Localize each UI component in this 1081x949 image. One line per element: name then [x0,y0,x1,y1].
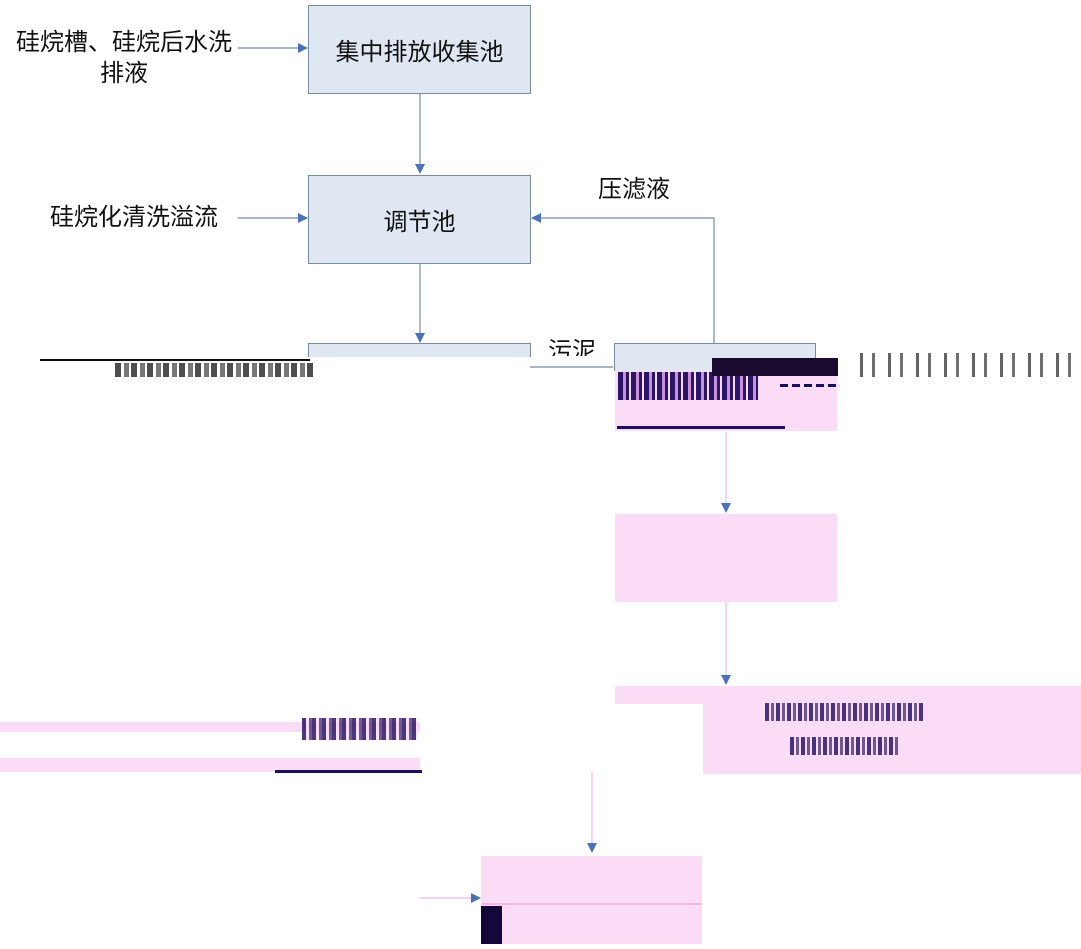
corrupted-artifact-dark-block [712,358,838,376]
collection-pool-label: 集中排放收集池 [335,38,504,66]
corrupted-box-middle [615,514,837,602]
corrupted-artifact-left-underline [275,770,422,773]
filtrate-edge-label: 压滤液 [598,175,670,203]
corrupted-artifact-filter-text [618,372,758,400]
corrupted-artifact-top-left [40,357,315,387]
reaction-pool-box-partial [308,343,531,357]
corrupted-artifact-dashes [780,384,840,387]
silane-overflow-input-label: 硅烷化清洗溢流 [50,203,218,231]
silane-tank-input-line1: 硅烷槽、硅烷后水洗 [16,28,232,56]
corrupted-artifact-right-text [860,353,1075,377]
corrupted-artifact-filter-underline [617,426,785,429]
corrupted-box-bottom [481,856,702,944]
regulating-pool-label: 调节池 [383,208,456,236]
corrupted-bar-left-2 [0,758,420,772]
arrow-filtrate-return [531,213,715,343]
silane-tank-input-line2: 排液 [100,59,148,88]
corrupted-artifact-bottom-line [482,903,702,905]
corrupted-bar-left-1 [0,722,420,732]
corrupted-artifact-left-text [302,718,417,740]
corrupted-artifact-lower-right-text2 [790,737,900,755]
regulating-pool-box: 调节池 [308,175,531,264]
sludge-edge-label: 污泥 [548,337,596,356]
corrupted-artifact-bottom-block [481,906,502,944]
silane-tank-input-label: 硅烷槽、硅烷后水洗 排液 [10,27,238,89]
corrupted-artifact-lower-right-text [765,703,925,721]
corrupted-box-lower-right [703,686,1081,774]
collection-pool-box: 集中排放收集池 [308,5,531,94]
